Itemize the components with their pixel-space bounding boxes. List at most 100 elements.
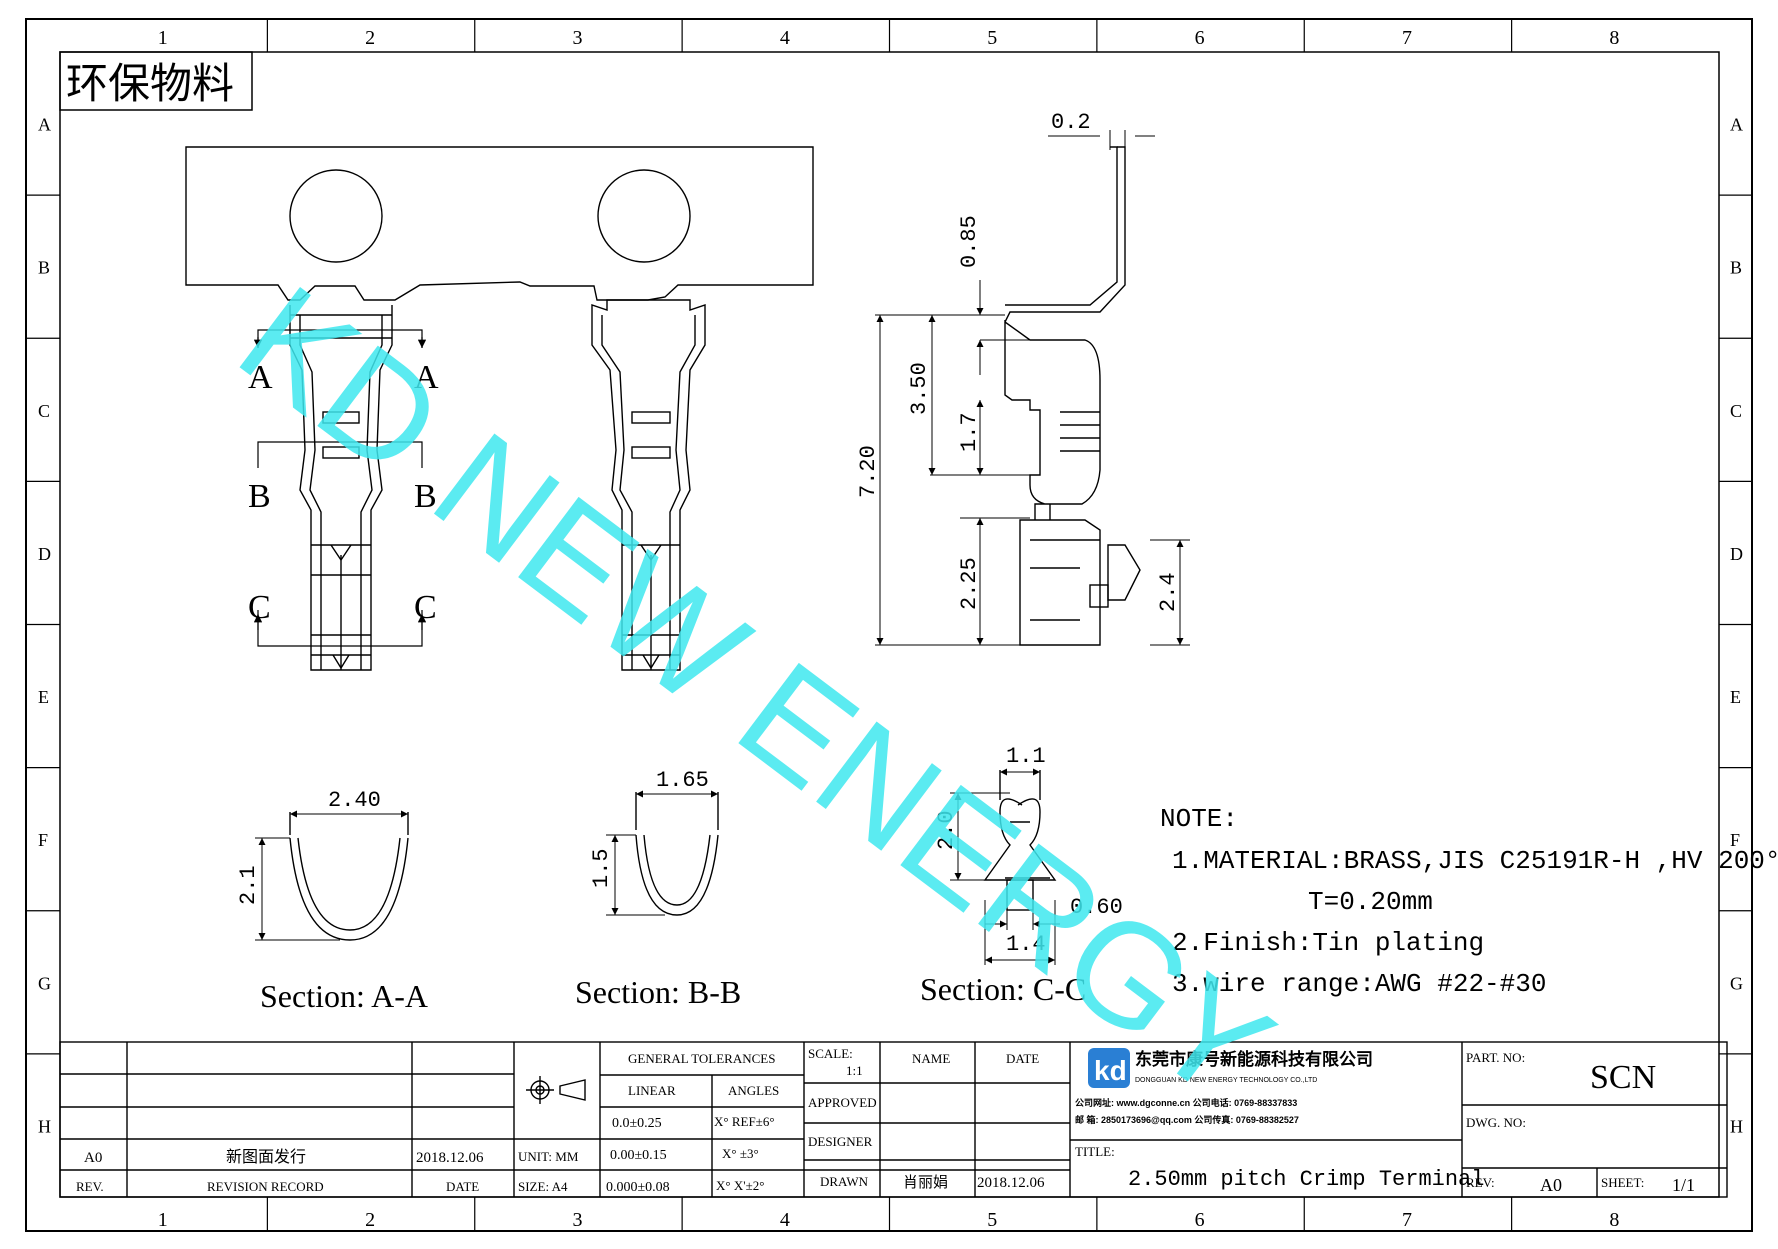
tolerance-linear-header: LINEAR bbox=[628, 1083, 676, 1098]
drawn-name: 肖丽娟 bbox=[903, 1174, 948, 1191]
dim-bb-height: 1.5 bbox=[589, 848, 614, 888]
dim-0-85: 0.85 bbox=[957, 215, 982, 268]
title-label: TITLE: bbox=[1075, 1144, 1115, 1159]
tolerance-angles-header: ANGLES bbox=[728, 1083, 779, 1098]
frame-col-label: 6 bbox=[1195, 27, 1205, 49]
drawn-label: DRAWN bbox=[820, 1174, 869, 1189]
front-view bbox=[185, 146, 814, 671]
dim-cc-slot: 0.60 bbox=[1070, 895, 1123, 920]
rev-value: A0 bbox=[1540, 1175, 1562, 1195]
tolerance-linear-3: 0.000±0.08 bbox=[606, 1180, 670, 1195]
dim-aa-width: 2.40 bbox=[328, 788, 381, 813]
frame-row-label: G bbox=[1730, 973, 1743, 993]
frame-row-label: A bbox=[1730, 115, 1743, 135]
frame-col-label: 8 bbox=[1609, 27, 1619, 49]
dim-1-7: 1.7 bbox=[957, 412, 982, 452]
frame-col-label: 2 bbox=[365, 27, 375, 49]
section-marker-a-left: A bbox=[248, 359, 273, 396]
rev-record-header: REVISION RECORD bbox=[207, 1179, 324, 1194]
section-titles: Section: A-A Section: B-B Section: C-C bbox=[260, 971, 1086, 1014]
frame-row-label: A bbox=[38, 115, 51, 135]
frame-col-label: 8 bbox=[1609, 1209, 1619, 1231]
frame-col-label: 3 bbox=[572, 1209, 582, 1231]
dim-cc-top: 1.1 bbox=[1006, 744, 1046, 769]
frame-row-label: H bbox=[38, 1116, 51, 1136]
side-dimension-labels: 0.2 0.85 3.50 1.7 7.20 2.25 2.4 bbox=[856, 110, 1181, 612]
company-logo: kd bbox=[1088, 1048, 1130, 1088]
frame-row-label: H bbox=[1730, 1116, 1743, 1136]
company-contact-1: 公司网址: www.dgconne.cn 公司电话: 0769-88337833 bbox=[1075, 1097, 1297, 1108]
dim-3-50: 3.50 bbox=[907, 362, 932, 415]
dim-cc-height: 2.0 bbox=[934, 810, 959, 850]
section-aa bbox=[255, 810, 409, 941]
name-header: NAME bbox=[912, 1051, 950, 1066]
approved-label: APPROVED bbox=[808, 1095, 877, 1110]
company-name-en: DONGGUAN KD NEW ENERGY TECHNOLOGY CO.,LT… bbox=[1135, 1077, 1317, 1084]
frame-col-label: 5 bbox=[987, 1209, 997, 1231]
section-marker-b-left: B bbox=[248, 478, 271, 515]
frame-col-label: 4 bbox=[780, 27, 790, 49]
rev-label: REV: bbox=[1466, 1175, 1495, 1190]
dim-bb-width: 1.65 bbox=[656, 768, 709, 793]
scale-value: 1:1 bbox=[846, 1063, 863, 1078]
frame-col-label: 1 bbox=[158, 27, 168, 49]
frame-row-label: C bbox=[1730, 401, 1742, 421]
rev-header: REV. bbox=[76, 1179, 104, 1194]
note-material: 1.MATERIAL:BRASS,JIS C25191R-H ,HV 200° … bbox=[1172, 846, 1778, 876]
frame-row-label: F bbox=[1730, 830, 1740, 850]
frame-row-label: F bbox=[38, 830, 48, 850]
rev-date-header: DATE bbox=[446, 1179, 479, 1194]
dim-0-2: 0.2 bbox=[1051, 110, 1091, 135]
frame-row-label: E bbox=[1730, 687, 1741, 707]
side-view bbox=[1004, 146, 1141, 646]
rev-entry: A0 bbox=[84, 1150, 102, 1166]
frame-col-label: 6 bbox=[1195, 1209, 1205, 1231]
tolerance-angle-3: X° X'±2° bbox=[716, 1178, 764, 1193]
drawing-title: 2.50mm pitch Crimp Terminal bbox=[1128, 1167, 1484, 1192]
notes-title: NOTE: bbox=[1160, 804, 1238, 834]
section-marker-a-right: A bbox=[414, 359, 439, 396]
sheet-label: SHEET: bbox=[1601, 1175, 1644, 1190]
drawn-date: 2018.12.06 bbox=[977, 1175, 1045, 1191]
frame-row-label: C bbox=[38, 401, 50, 421]
note-finish: 2.Finish:Tin plating bbox=[1172, 928, 1484, 958]
part-no-label: PART. NO: bbox=[1466, 1050, 1525, 1065]
frame-row-label: E bbox=[38, 687, 49, 707]
frame-row-label: B bbox=[38, 258, 50, 278]
dim-2-4: 2.4 bbox=[1156, 572, 1181, 612]
company-name-cn: 东莞市康号新能源科技有限公司 bbox=[1135, 1049, 1373, 1069]
corner-label: 环保物料 bbox=[66, 62, 234, 108]
frame-row-label: D bbox=[1730, 544, 1743, 564]
dim-7-20: 7.20 bbox=[856, 445, 881, 498]
section-cut-lines bbox=[253, 329, 427, 647]
frame-col-label: 5 bbox=[987, 27, 997, 49]
section-title-bb: Section: B-B bbox=[575, 974, 741, 1010]
frame-col-label: 3 bbox=[572, 27, 582, 49]
side-dimensions bbox=[875, 130, 1190, 646]
section-marker-b-right: B bbox=[414, 478, 437, 515]
frame-col-label: 7 bbox=[1402, 27, 1412, 49]
section-title-aa: Section: A-A bbox=[260, 978, 428, 1014]
frame-col-label: 2 bbox=[365, 1209, 375, 1231]
title-block bbox=[59, 1041, 1728, 1198]
frame-row-label: D bbox=[38, 544, 51, 564]
section-marker-c-right: C bbox=[414, 589, 437, 626]
note-thickness: T=0.20mm bbox=[1308, 887, 1433, 917]
frame-col-label: 7 bbox=[1402, 1209, 1412, 1231]
unit-label: UNIT: MM bbox=[518, 1149, 579, 1164]
title-block-text: A0 新图面发行 2018.12.06 REV. REVISION RECORD… bbox=[76, 1046, 1695, 1195]
section-title-cc: Section: C-C bbox=[920, 971, 1086, 1007]
company-contact-2: 邮 箱: 2850173696@qq.com 公司传真: 0769-883825… bbox=[1075, 1114, 1299, 1125]
dim-2-25: 2.25 bbox=[957, 557, 982, 610]
logo-mark: kd bbox=[1094, 1055, 1127, 1086]
corner-label-box: 环保物料 bbox=[59, 51, 253, 111]
tolerance-header: GENERAL TOLERANCES bbox=[628, 1051, 775, 1066]
dim-aa-height: 2.1 bbox=[236, 865, 261, 905]
size-label: SIZE: A4 bbox=[518, 1179, 568, 1194]
frame-col-label: 4 bbox=[780, 1209, 790, 1231]
part-no-value: SCN bbox=[1590, 1059, 1656, 1096]
note-wire-range: 3.wire range:AWG #22-#30 bbox=[1172, 969, 1546, 999]
